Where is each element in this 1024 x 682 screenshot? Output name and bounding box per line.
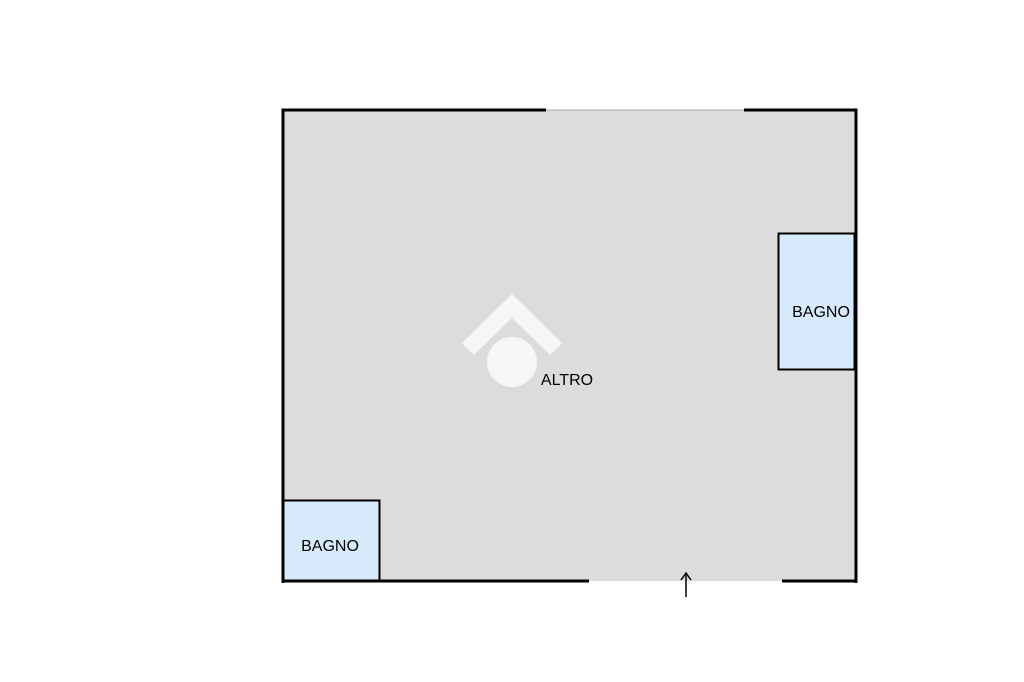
entrance-arrow [680, 571, 692, 597]
room-label-altro: ALTRO [541, 372, 593, 389]
outer-walls [281, 108, 858, 583]
room-bagno-right [777, 232, 856, 371]
room-bagno-left [282, 499, 381, 583]
watermark-roof-shape [462, 294, 562, 355]
watermark-circle-shape [487, 337, 537, 387]
house-logo-watermark [462, 294, 562, 387]
room-label-bagno-right: BAGNO [792, 304, 850, 321]
room-label-bagno-left: BAGNO [301, 538, 359, 555]
